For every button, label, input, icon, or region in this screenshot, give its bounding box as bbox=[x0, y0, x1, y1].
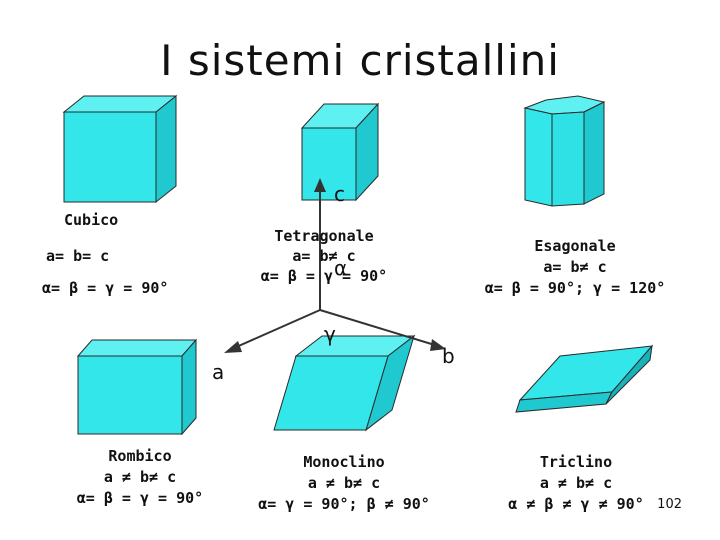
orthorhombic-crystal bbox=[76, 338, 198, 436]
gamma-label: γ bbox=[324, 322, 336, 346]
triclinic-name: Triclino bbox=[539, 453, 613, 471]
monoclinic-crystal bbox=[273, 334, 416, 432]
triclinic-edges: a ≠ b≠ c bbox=[539, 474, 613, 492]
monoclinic-name: Monoclino bbox=[303, 453, 385, 471]
cubic-angles: α= β = γ = 90° bbox=[42, 279, 169, 297]
tetragonal-crystal bbox=[300, 102, 380, 202]
alpha-label: α bbox=[334, 256, 348, 280]
tetragonal-name: Tetragonale bbox=[274, 227, 374, 245]
hexagonal-edges: a= b≠ c bbox=[543, 258, 607, 276]
hexagonal-angles: α= β = 90°; γ = 120° bbox=[484, 279, 666, 297]
axis-b-label: b bbox=[442, 344, 455, 368]
axis-c-label: c bbox=[334, 182, 345, 206]
triclinic-crystal bbox=[515, 344, 654, 413]
cubic-edges: a= b= c bbox=[46, 247, 110, 265]
axis-a-label: a bbox=[212, 360, 225, 384]
cubic-name: Cubico bbox=[64, 211, 119, 229]
monoclinic-edges: a ≠ b≠ c bbox=[307, 474, 381, 492]
hexagonal-crystal bbox=[523, 95, 606, 207]
orthorhombic-angles: α= β = γ = 90° bbox=[76, 489, 204, 507]
tetragonal-angles: α= β = γ = 90° bbox=[260, 267, 388, 285]
slide-title: I sistemi cristallini bbox=[160, 36, 560, 85]
crystal-axes bbox=[224, 178, 446, 353]
monoclinic-angles: α= γ = 90°; β ≠ 90° bbox=[258, 495, 430, 513]
orthorhombic-edges: a ≠ b≠ c bbox=[103, 468, 177, 486]
orthorhombic-name: Rombico bbox=[108, 447, 172, 465]
tetragonal-edges: a= b≠ c bbox=[292, 247, 356, 265]
page-number: 102 bbox=[657, 497, 682, 512]
hexagonal-name: Esagonale bbox=[534, 237, 616, 255]
triclinic-angles: α ≠ β ≠ γ ≠ 90° bbox=[508, 495, 644, 513]
cubic-crystal bbox=[62, 94, 178, 204]
